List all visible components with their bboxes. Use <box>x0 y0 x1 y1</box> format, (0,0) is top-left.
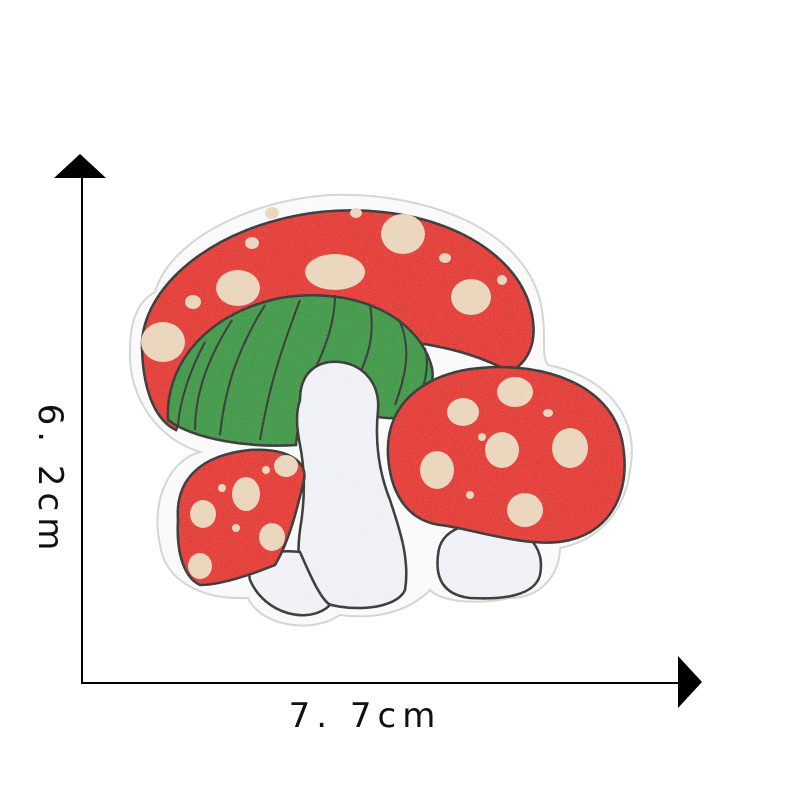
right-cap-dots <box>420 377 588 527</box>
left-cap-dots <box>188 455 298 579</box>
left-small-cap <box>176 448 306 587</box>
height-dimension-label: 6. 2cm <box>30 403 70 557</box>
large-cap-dots <box>141 207 507 367</box>
mushroom-patch <box>128 193 633 627</box>
height-dimension-arrow <box>54 154 106 684</box>
width-dimension-label: 7. 7cm <box>288 696 442 736</box>
width-dimension-arrow <box>82 656 702 708</box>
